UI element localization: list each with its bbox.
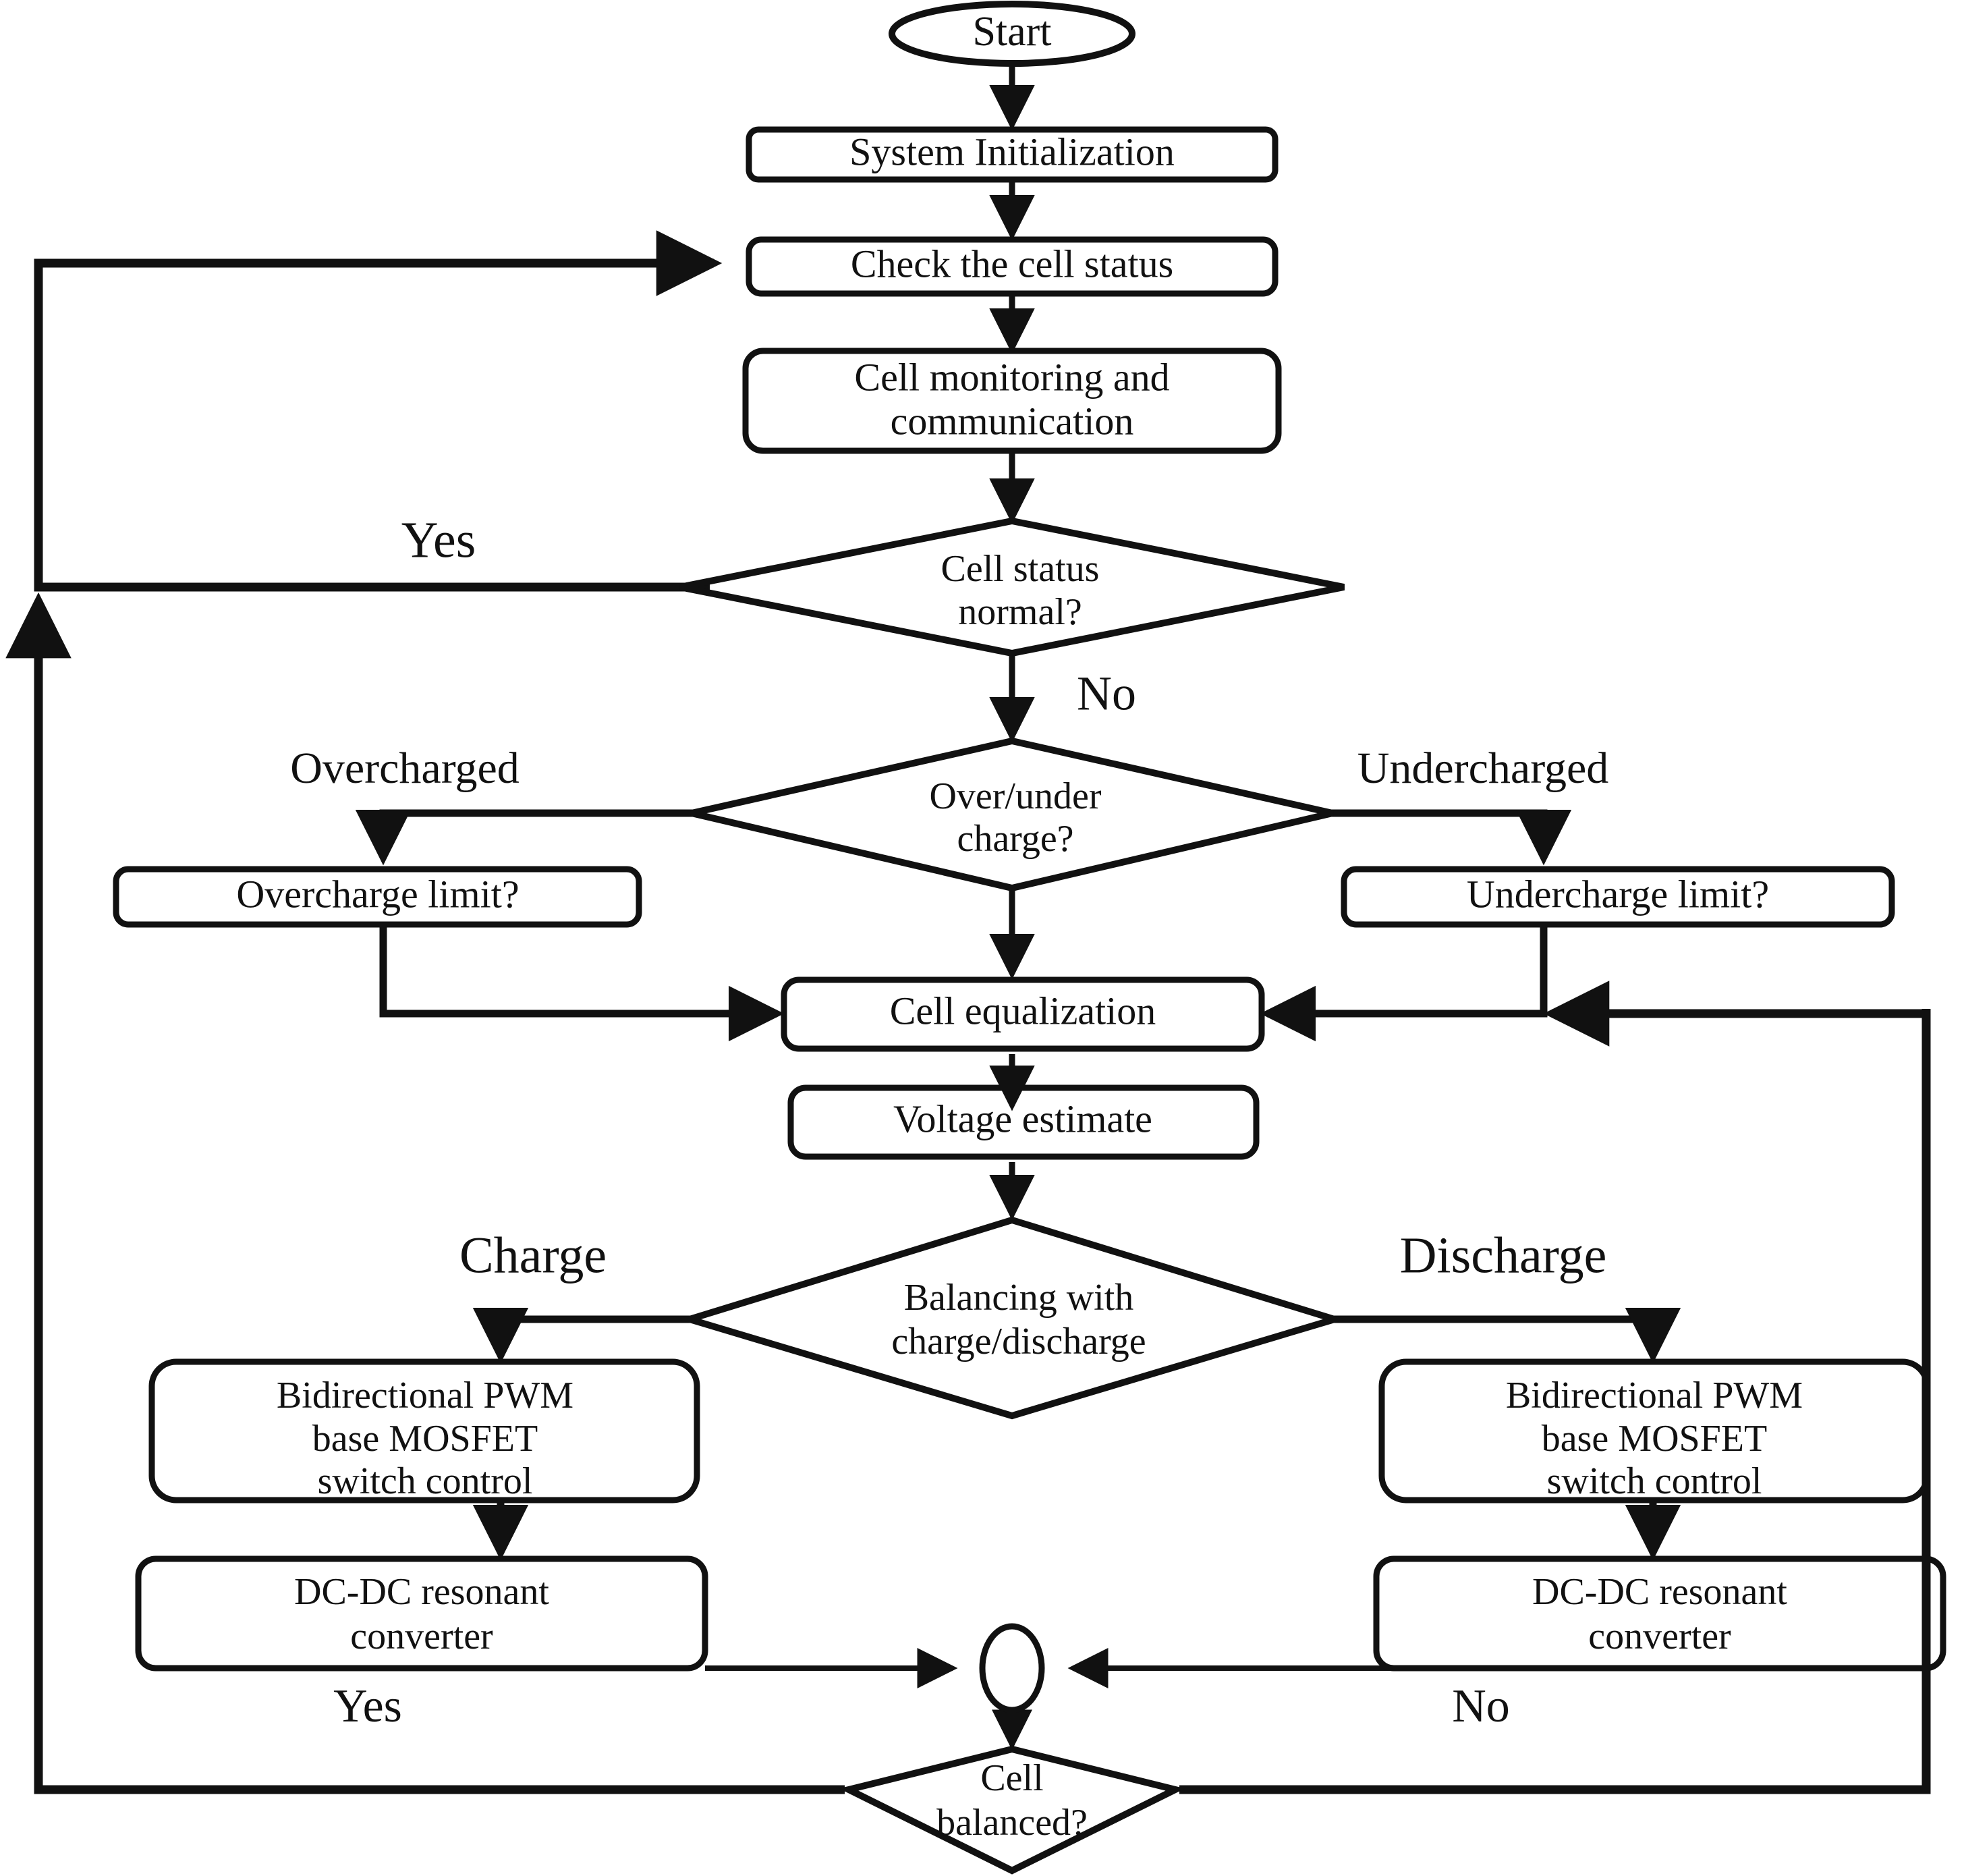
node-dcdc-converter-right[interactable]: DC-DC resonant converter [1373, 1555, 1946, 1672]
cell-equalization-box [781, 976, 1265, 1052]
system-initialization-label: System Initialization [849, 130, 1175, 173]
dcdc-converter-left-box [135, 1555, 708, 1672]
balancing-label-line2: charge/discharge [891, 1321, 1146, 1362]
node-cell-balanced[interactable]: Cell balanced? [839, 1745, 1185, 1875]
edge-label-cell-status-yes: Yes [401, 512, 476, 568]
node-cell-status-normal[interactable]: Cell status normal? [679, 517, 1345, 657]
edge-label-undercharged: Undercharged [1357, 744, 1609, 793]
edge-balanced-yes [5, 592, 845, 1794]
node-cell-monitoring[interactable]: Cell monitoring and communication [742, 348, 1282, 454]
dcdc-converter-left-label-line1: DC-DC resonant [294, 1571, 549, 1613]
undercharge-limit-label: Undercharge limit? [1467, 872, 1769, 916]
merge-connector-ellipse [979, 1623, 1045, 1713]
node-system-initialization[interactable]: System Initialization [746, 126, 1279, 183]
node-over-under-charge[interactable]: Over/under charge? [690, 737, 1334, 892]
dcdc-converter-right-label-line1: DC-DC resonant [1532, 1571, 1787, 1613]
node-pwm-mosfet-left[interactable]: Bidirectional PWM base MOSFET switch con… [148, 1358, 700, 1503]
cell-balanced-diamond [839, 1745, 1185, 1875]
cell-status-normal-diamond [679, 517, 1345, 657]
node-balancing-charge-discharge[interactable]: Balancing with charge/discharge [677, 1216, 1347, 1420]
dcdc-converter-right-box [1373, 1555, 1946, 1672]
balancing-diamond [677, 1216, 1347, 1420]
cell-balanced-label-line2: balanced? [936, 1802, 1088, 1844]
edge-label-charge: Charge [459, 1227, 607, 1284]
node-dcdc-converter-left[interactable]: DC-DC resonant converter [135, 1555, 708, 1672]
pwm-mosfet-right-label-line3: switch control [1547, 1460, 1762, 1502]
over-under-charge-label-line1: Over/under [929, 775, 1101, 817]
edge-label-cell-balanced-yes: Yes [333, 1680, 402, 1732]
overcharge-limit-box [113, 866, 642, 928]
node-merge-connector[interactable] [979, 1623, 1045, 1713]
voltage-estimate-label: Voltage estimate [893, 1097, 1152, 1140]
start-ellipse [889, 1, 1135, 67]
node-overcharge-limit[interactable]: Overcharge limit? [113, 866, 642, 928]
cell-status-normal-label-line2: normal? [958, 591, 1082, 633]
cell-balanced-label-line1: Cell [980, 1757, 1043, 1799]
edge-label-layer: Yes No Overcharged Undercharged Charge D… [290, 512, 1608, 1732]
balancing-label-line1: Balancing with [904, 1277, 1134, 1319]
overcharge-limit-label: Overcharge limit? [236, 872, 519, 916]
pwm-mosfet-left-box [148, 1358, 700, 1503]
cell-monitoring-box [742, 348, 1282, 454]
pwm-mosfet-right-box [1378, 1358, 1930, 1503]
edge-label-cell-balanced-no: No [1452, 1680, 1510, 1732]
pwm-mosfet-left-label-line1: Bidirectional PWM [277, 1375, 573, 1416]
pwm-mosfet-right-label-line2: base MOSFET [1542, 1418, 1767, 1460]
over-under-charge-label-line2: charge? [957, 818, 1073, 860]
node-voltage-estimate[interactable]: Voltage estimate [787, 1084, 1260, 1160]
node-check-cell-status[interactable]: Check the cell status [746, 236, 1279, 297]
check-cell-status-label: Check the cell status [851, 242, 1173, 285]
pwm-mosfet-right-label-line1: Bidirectional PWM [1506, 1375, 1803, 1416]
edge-balanced-no [1179, 1009, 1931, 1794]
edge-undercharged-branch [1322, 809, 1572, 866]
system-initialization-box [746, 126, 1279, 183]
dcdc-converter-right-label-line2: converter [1588, 1616, 1731, 1657]
connector-layer [5, 65, 1931, 1794]
edge-label-cell-status-no: No [1077, 667, 1136, 721]
edge-overcharged-branch [355, 809, 702, 866]
start-label: Start [972, 9, 1051, 55]
cell-monitoring-label-line2: communication [891, 399, 1134, 443]
edge-label-overcharged: Overcharged [290, 744, 520, 793]
cell-equalization-label: Cell equalization [890, 989, 1156, 1032]
undercharge-limit-box [1341, 866, 1895, 928]
edge-underchargelimit-to-equalization [1260, 923, 1548, 1042]
cell-status-normal-label-line1: Cell status [941, 548, 1100, 590]
edge-discharge-branch [1329, 1307, 1681, 1364]
check-cell-status-box [746, 236, 1279, 297]
pwm-mosfet-left-label-line2: base MOSFET [312, 1418, 538, 1460]
edge-charge-branch [472, 1307, 695, 1364]
node-undercharge-limit[interactable]: Undercharge limit? [1341, 866, 1895, 928]
edge-label-discharge: Discharge [1400, 1227, 1607, 1284]
cell-monitoring-label-line1: Cell monitoring and [854, 355, 1169, 399]
pwm-mosfet-left-label-line3: switch control [318, 1460, 533, 1502]
node-pwm-mosfet-right[interactable]: Bidirectional PWM base MOSFET switch con… [1378, 1358, 1930, 1503]
over-under-charge-diamond [690, 737, 1334, 892]
edge-status-yes-loopback [34, 230, 723, 592]
voltage-estimate-box [787, 1084, 1260, 1160]
node-cell-equalization[interactable]: Cell equalization [781, 976, 1265, 1052]
dcdc-converter-left-label-line2: converter [350, 1616, 493, 1657]
node-start[interactable]: Start [889, 1, 1135, 67]
edge-overchargelimit-to-equalization [379, 923, 785, 1042]
